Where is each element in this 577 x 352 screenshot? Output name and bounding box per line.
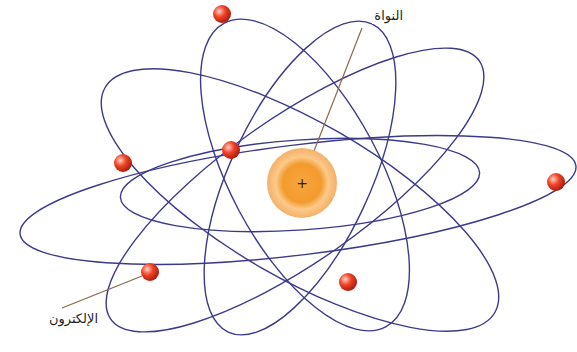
electron bbox=[547, 173, 565, 191]
orbits bbox=[13, 0, 577, 352]
electron-label: الإلكترون bbox=[47, 311, 100, 327]
orbit bbox=[69, 2, 520, 352]
orbit bbox=[13, 111, 577, 288]
nucleus: + bbox=[267, 148, 337, 218]
electron bbox=[339, 273, 357, 291]
electron bbox=[114, 154, 132, 172]
electron bbox=[222, 141, 240, 159]
nucleus-circle bbox=[267, 148, 337, 218]
orbit bbox=[158, 0, 452, 352]
leader-lines bbox=[62, 28, 362, 308]
electron bbox=[213, 5, 231, 23]
leader-line bbox=[314, 28, 362, 151]
orbit bbox=[117, 128, 482, 243]
nucleus-label: النواة bbox=[372, 8, 405, 24]
orbit bbox=[66, 20, 534, 352]
nucleus-sign: + bbox=[296, 176, 308, 190]
electron bbox=[141, 263, 159, 281]
orbit bbox=[165, 0, 436, 352]
electrons bbox=[114, 5, 565, 291]
leader-line bbox=[62, 276, 142, 308]
